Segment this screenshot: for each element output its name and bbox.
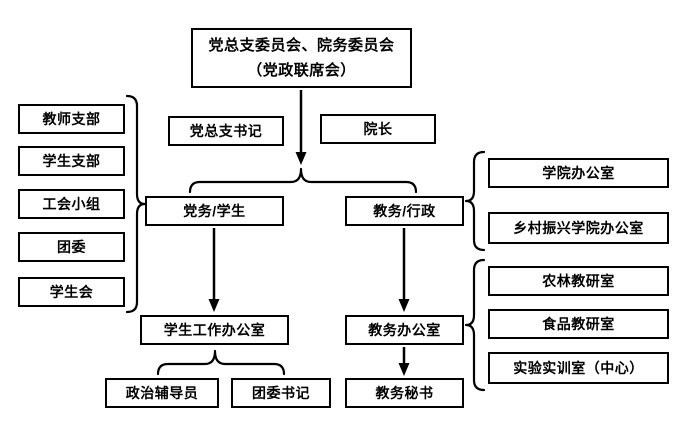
box-academic-secretary: 教务秘书 [345, 378, 464, 408]
brace-teaching-rooms [464, 258, 486, 392]
brace-left-units [125, 94, 147, 314]
box-left-unit-2: 工会小组 [18, 189, 125, 219]
brace-student-affairs-split [156, 349, 286, 376]
box-party-secretary: 党总支书记 [168, 116, 284, 146]
box-left-unit-3: 团委 [18, 232, 125, 262]
box-root: 党总支委员会、院务委员会 （党政联席会） [191, 28, 412, 88]
arrow-academic-office-down-head [398, 363, 410, 376]
box-teaching-room-2: 实验实训室（中心） [488, 352, 669, 384]
box-student-affairs-office: 学生工作办公室 [140, 315, 289, 345]
arrow-root-down-head [295, 152, 307, 165]
box-political-counselor: 政治辅导员 [105, 378, 219, 408]
arrow-academic-admin-down-head [398, 299, 410, 312]
box-teaching-room-0: 农林教研室 [488, 266, 669, 296]
box-right-office-0: 学院办公室 [488, 158, 669, 188]
brace-right-offices [464, 150, 486, 252]
box-left-unit-1: 学生支部 [18, 146, 125, 176]
box-right-office-1: 乡村振兴学院办公室 [488, 212, 669, 244]
root-line2: （党政联席会） [247, 62, 356, 79]
arrow-party-student-down-head [208, 299, 220, 312]
box-league-secretary: 团委书记 [231, 378, 331, 408]
root-line1: 党总支委员会、院务委员会 [208, 36, 395, 54]
box-academic-admin: 教务/行政 [345, 196, 464, 226]
box-left-unit-4: 学生会 [18, 277, 125, 307]
box-left-unit-0: 教师支部 [18, 104, 125, 134]
brace-branches-top [188, 167, 418, 194]
box-academic-office: 教务办公室 [345, 315, 464, 345]
box-dean: 院长 [320, 114, 436, 144]
box-party-student: 党务/学生 [145, 196, 284, 226]
box-teaching-room-1: 食品教研室 [488, 309, 669, 339]
